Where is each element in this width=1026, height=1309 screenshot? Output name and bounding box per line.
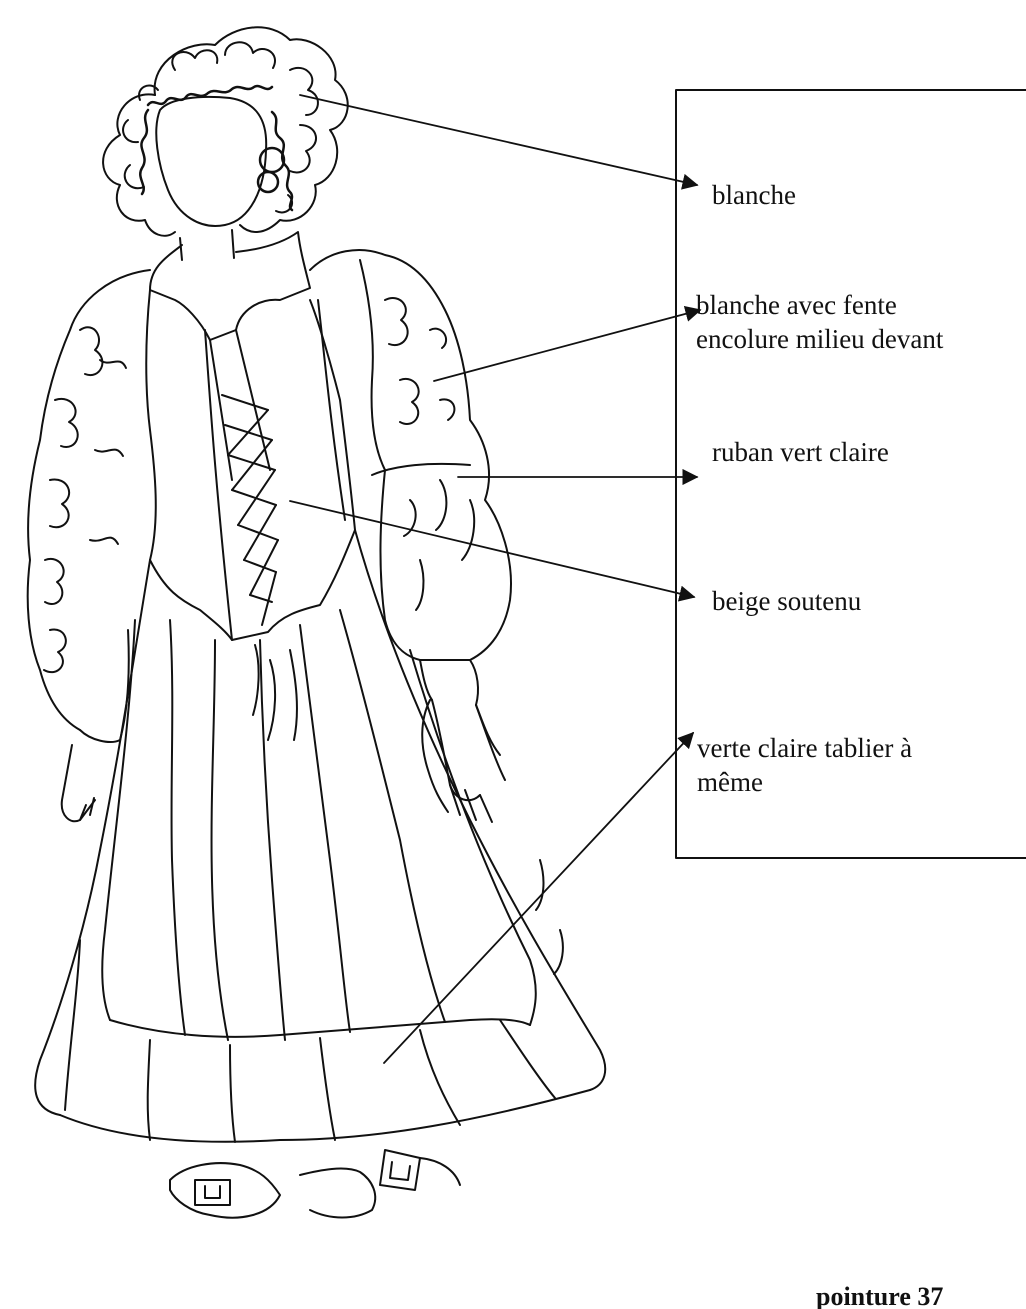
collar xyxy=(150,232,310,480)
annotation-label-ribbon: ruban vert claire xyxy=(712,435,889,469)
leader-lines xyxy=(290,95,700,1063)
face-outline xyxy=(156,97,266,226)
neck xyxy=(180,230,234,260)
annotation-label-bonnet: blanche xyxy=(712,178,796,212)
right-sleeve xyxy=(310,250,511,822)
annotation-label-skirt: verte claire tablier à même xyxy=(697,731,912,799)
leader-line-bodice xyxy=(290,501,694,597)
bonnet-ruffle xyxy=(103,27,348,236)
left-hand xyxy=(422,700,500,812)
hair-curls xyxy=(140,86,292,210)
left-sleeve xyxy=(28,270,156,821)
shoe-size-label: pointure 37 xyxy=(816,1282,943,1309)
bodice xyxy=(150,300,355,640)
annotation-label-bodice: beige soutenu xyxy=(712,584,861,618)
skirt-and-apron xyxy=(35,530,605,1142)
leader-line-chemise xyxy=(434,310,700,381)
annotation-label-chemise: blanche avec fente encolure milieu devan… xyxy=(696,288,943,356)
shoes xyxy=(170,1150,460,1218)
leader-line-bonnet xyxy=(300,95,697,185)
leader-line-skirt xyxy=(384,733,693,1063)
